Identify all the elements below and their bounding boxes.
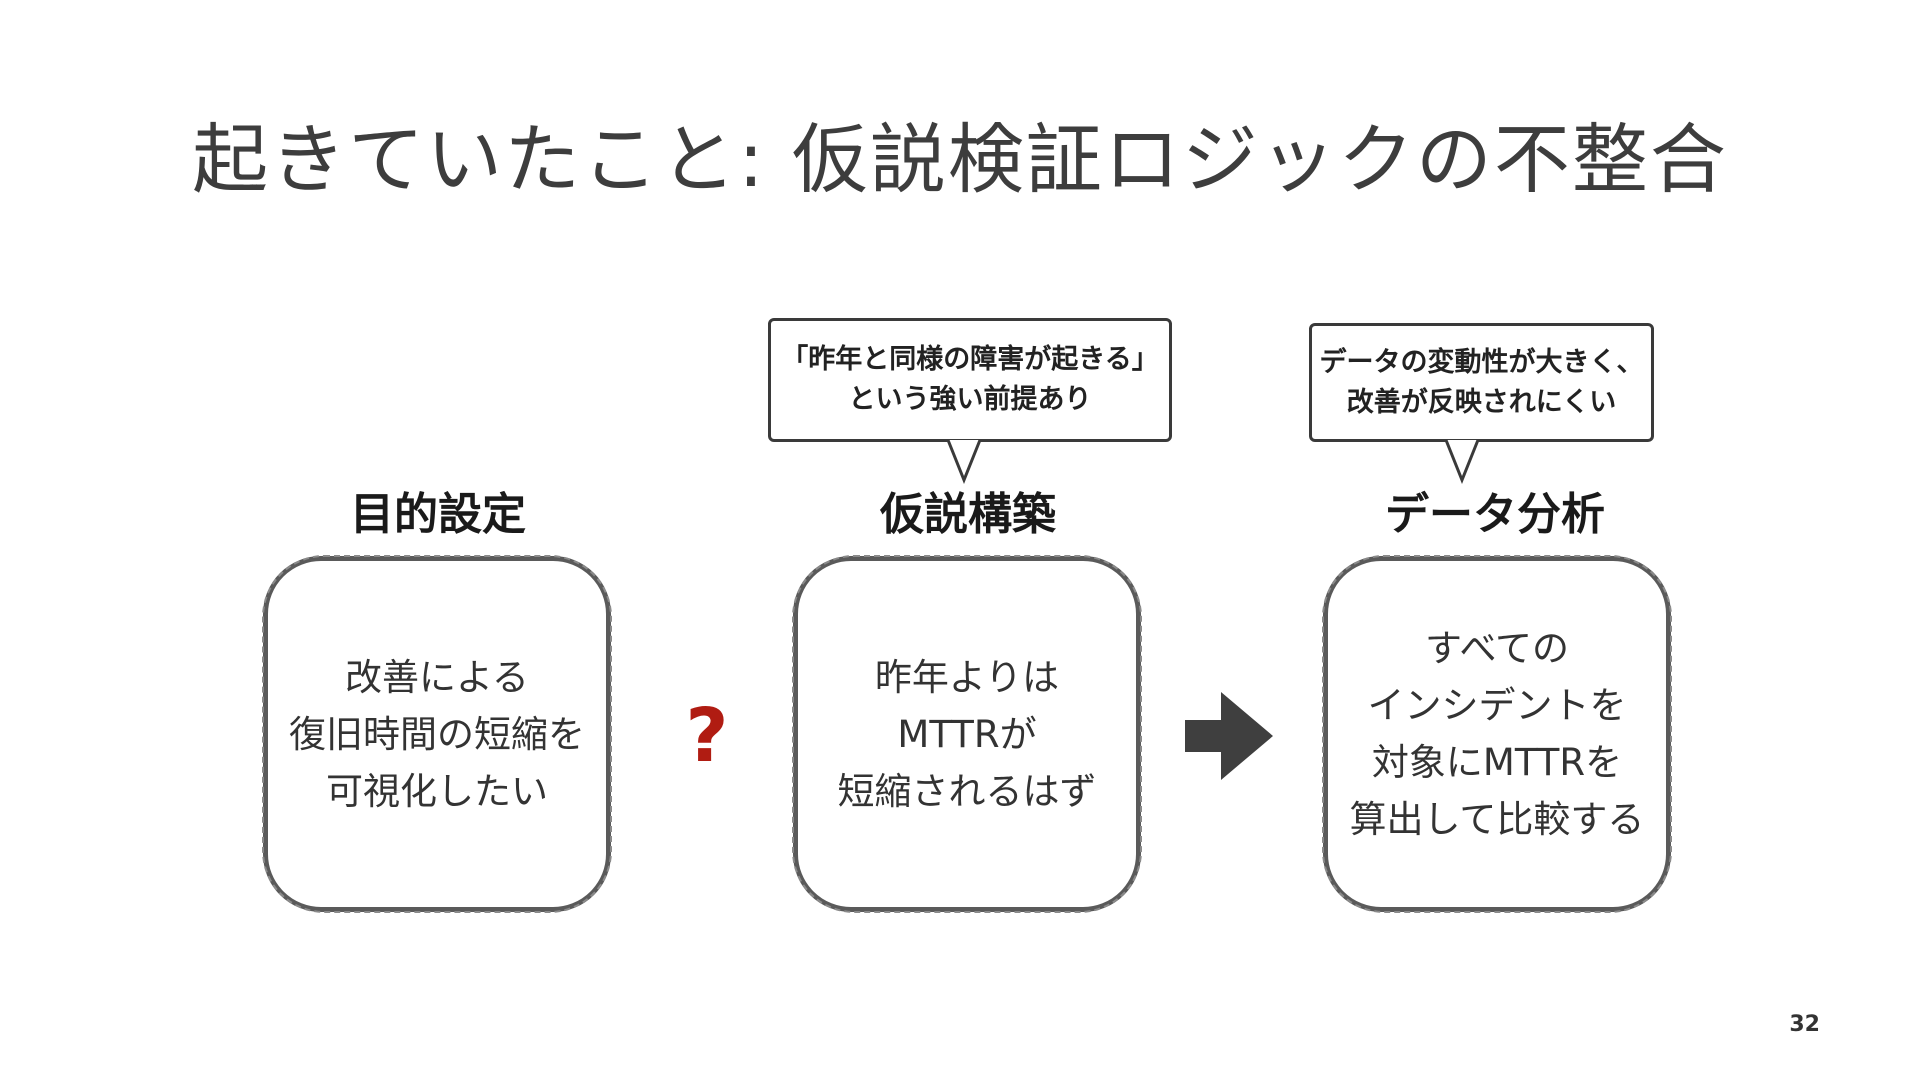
callout-data: データの変動性が大きく、 改善が反映されにくい [1309, 323, 1654, 442]
stage-label-hypothesis: 仮説構築 [880, 489, 1056, 540]
stage-label-analysis: データ分析 [1385, 489, 1605, 540]
callout-data-text: データの変動性が大きく、 改善が反映されにくい [1319, 346, 1644, 418]
mismatch-question-mark: ? [685, 693, 729, 779]
stage-box-analysis: すべての インシデントを 対象にMTTRを 算出して比較する [1322, 555, 1672, 913]
stage-label-goal: 目的設定 [350, 489, 526, 540]
slide-title: 起きていたこと: 仮説検証ロジックの不整合 [192, 115, 1728, 204]
callout-hypothesis: 「昨年と同様の障害が起きる」 という強い前提あり [768, 318, 1172, 442]
page-number: 32 [1789, 1012, 1820, 1037]
callout-hypothesis-tail [946, 439, 982, 484]
stage-box-goal-text: 改善による 復旧時間の短縮を 可視化したい [289, 655, 585, 813]
stage-box-goal: 改善による 復旧時間の短縮を 可視化したい [262, 555, 612, 913]
callout-hypothesis-text: 「昨年と同様の障害が起きる」 という強い前提あり [781, 344, 1159, 415]
stage-box-analysis-text: すべての インシデントを 対象にMTTRを 算出して比較する [1349, 627, 1645, 841]
stage-box-hypothesis: 昨年よりは MTTRが 短縮されるはず [792, 555, 1142, 913]
right-arrow-icon [1185, 692, 1273, 780]
stage-box-hypothesis-text: 昨年よりは MTTRが 短縮されるはず [837, 655, 1097, 813]
callout-data-tail [1444, 439, 1480, 484]
